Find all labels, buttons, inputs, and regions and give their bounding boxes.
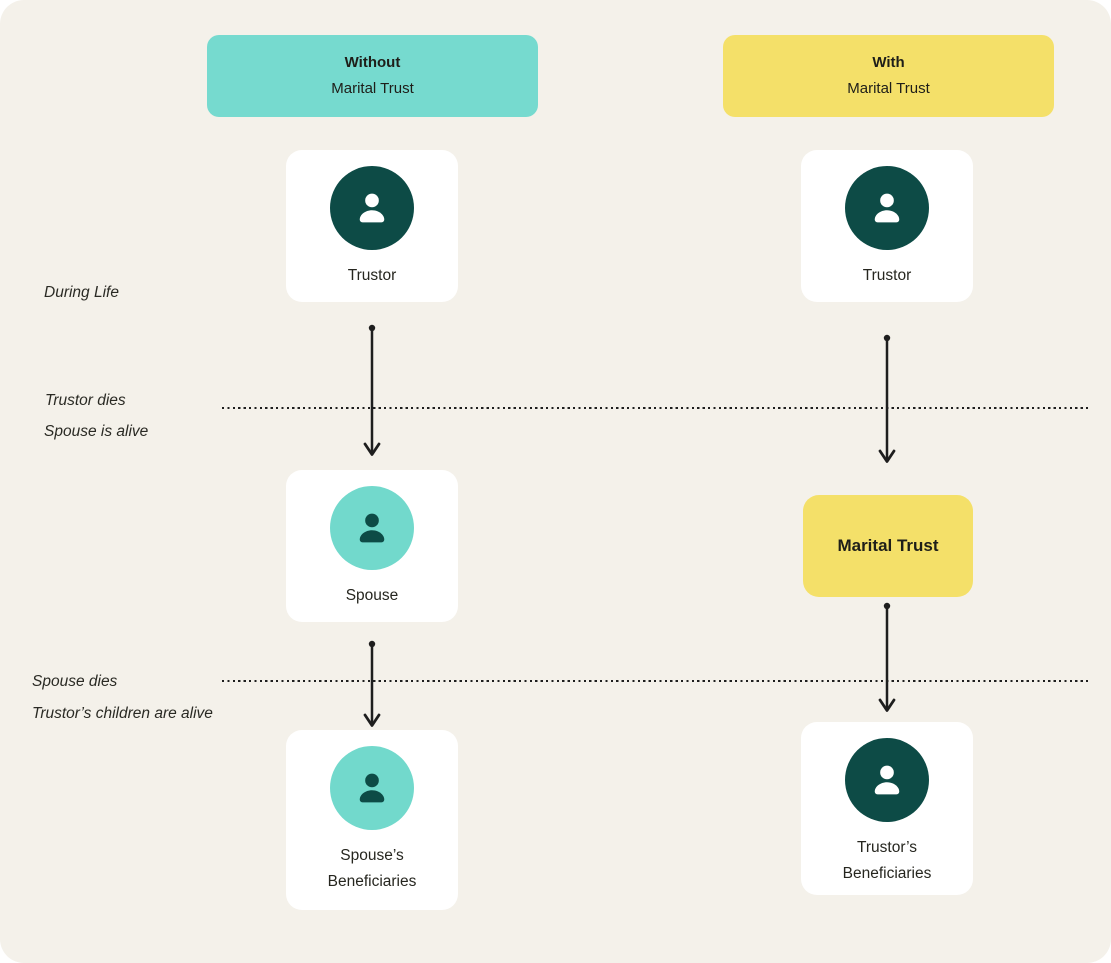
label-line-1: Spouse’s [340,847,404,864]
trustor-avatar [845,166,929,250]
label-line-1: Trustor’s [856,839,917,856]
card-label-spouses-beneficiaries: Spouse’s Beneficiaries [328,843,417,895]
spouse-avatar [330,486,414,570]
dotted-separator-second-death [222,680,1088,682]
card-label-trustors-beneficiaries: Trustor’s Beneficiaries [843,835,932,887]
person-icon [359,773,385,803]
phase-label-trustor-dies: Trustor dies [45,392,126,409]
spouses-beneficiaries-avatar [330,746,414,830]
card-trustor-without: Trustor [286,150,458,302]
card-spouses-beneficiaries: Spouse’s Beneficiaries [286,730,458,910]
header-with-line1: With [872,54,905,71]
marital-trust-node: Marital Trust [803,495,973,597]
phase-label-during-life: During Life [44,284,119,301]
label-line-2: Beneficiaries [327,873,417,890]
card-label-trustor: Trustor [347,267,397,284]
card-trustor-with: Trustor [801,150,973,302]
card-label-trustor: Trustor [862,267,912,284]
arrow-trustor-to-marital-trust [874,333,900,465]
card-trustors-beneficiaries: Trustor’s Beneficiaries [801,722,973,895]
arrow-trustor-to-spouse [359,323,385,458]
header-with-marital-trust: With Marital Trust [723,35,1054,117]
arrow-spouse-to-beneficiaries [359,639,385,729]
trustors-beneficiaries-avatar [845,738,929,822]
header-without-marital-trust: Without Marital Trust [207,35,538,117]
header-without-line2: Marital Trust [331,80,414,97]
trustor-avatar [330,166,414,250]
card-spouse: Spouse [286,470,458,622]
phase-label-children-alive: Trustor’s children are alive [32,705,213,722]
person-icon [874,765,900,795]
arrow-marital-trust-to-beneficiaries [874,601,900,714]
phase-label-spouse-dies: Spouse dies [32,673,118,690]
label-line-2: Beneficiaries [842,865,932,882]
header-without-line1: Without [344,54,401,71]
card-label-spouse: Spouse [345,587,399,604]
phase-label-spouse-is-alive: Spouse is alive [44,423,149,440]
person-icon [874,193,900,223]
person-icon [359,513,385,543]
person-icon [359,193,385,223]
header-with-line2: Marital Trust [847,80,930,97]
dotted-separator-first-death [222,407,1088,409]
